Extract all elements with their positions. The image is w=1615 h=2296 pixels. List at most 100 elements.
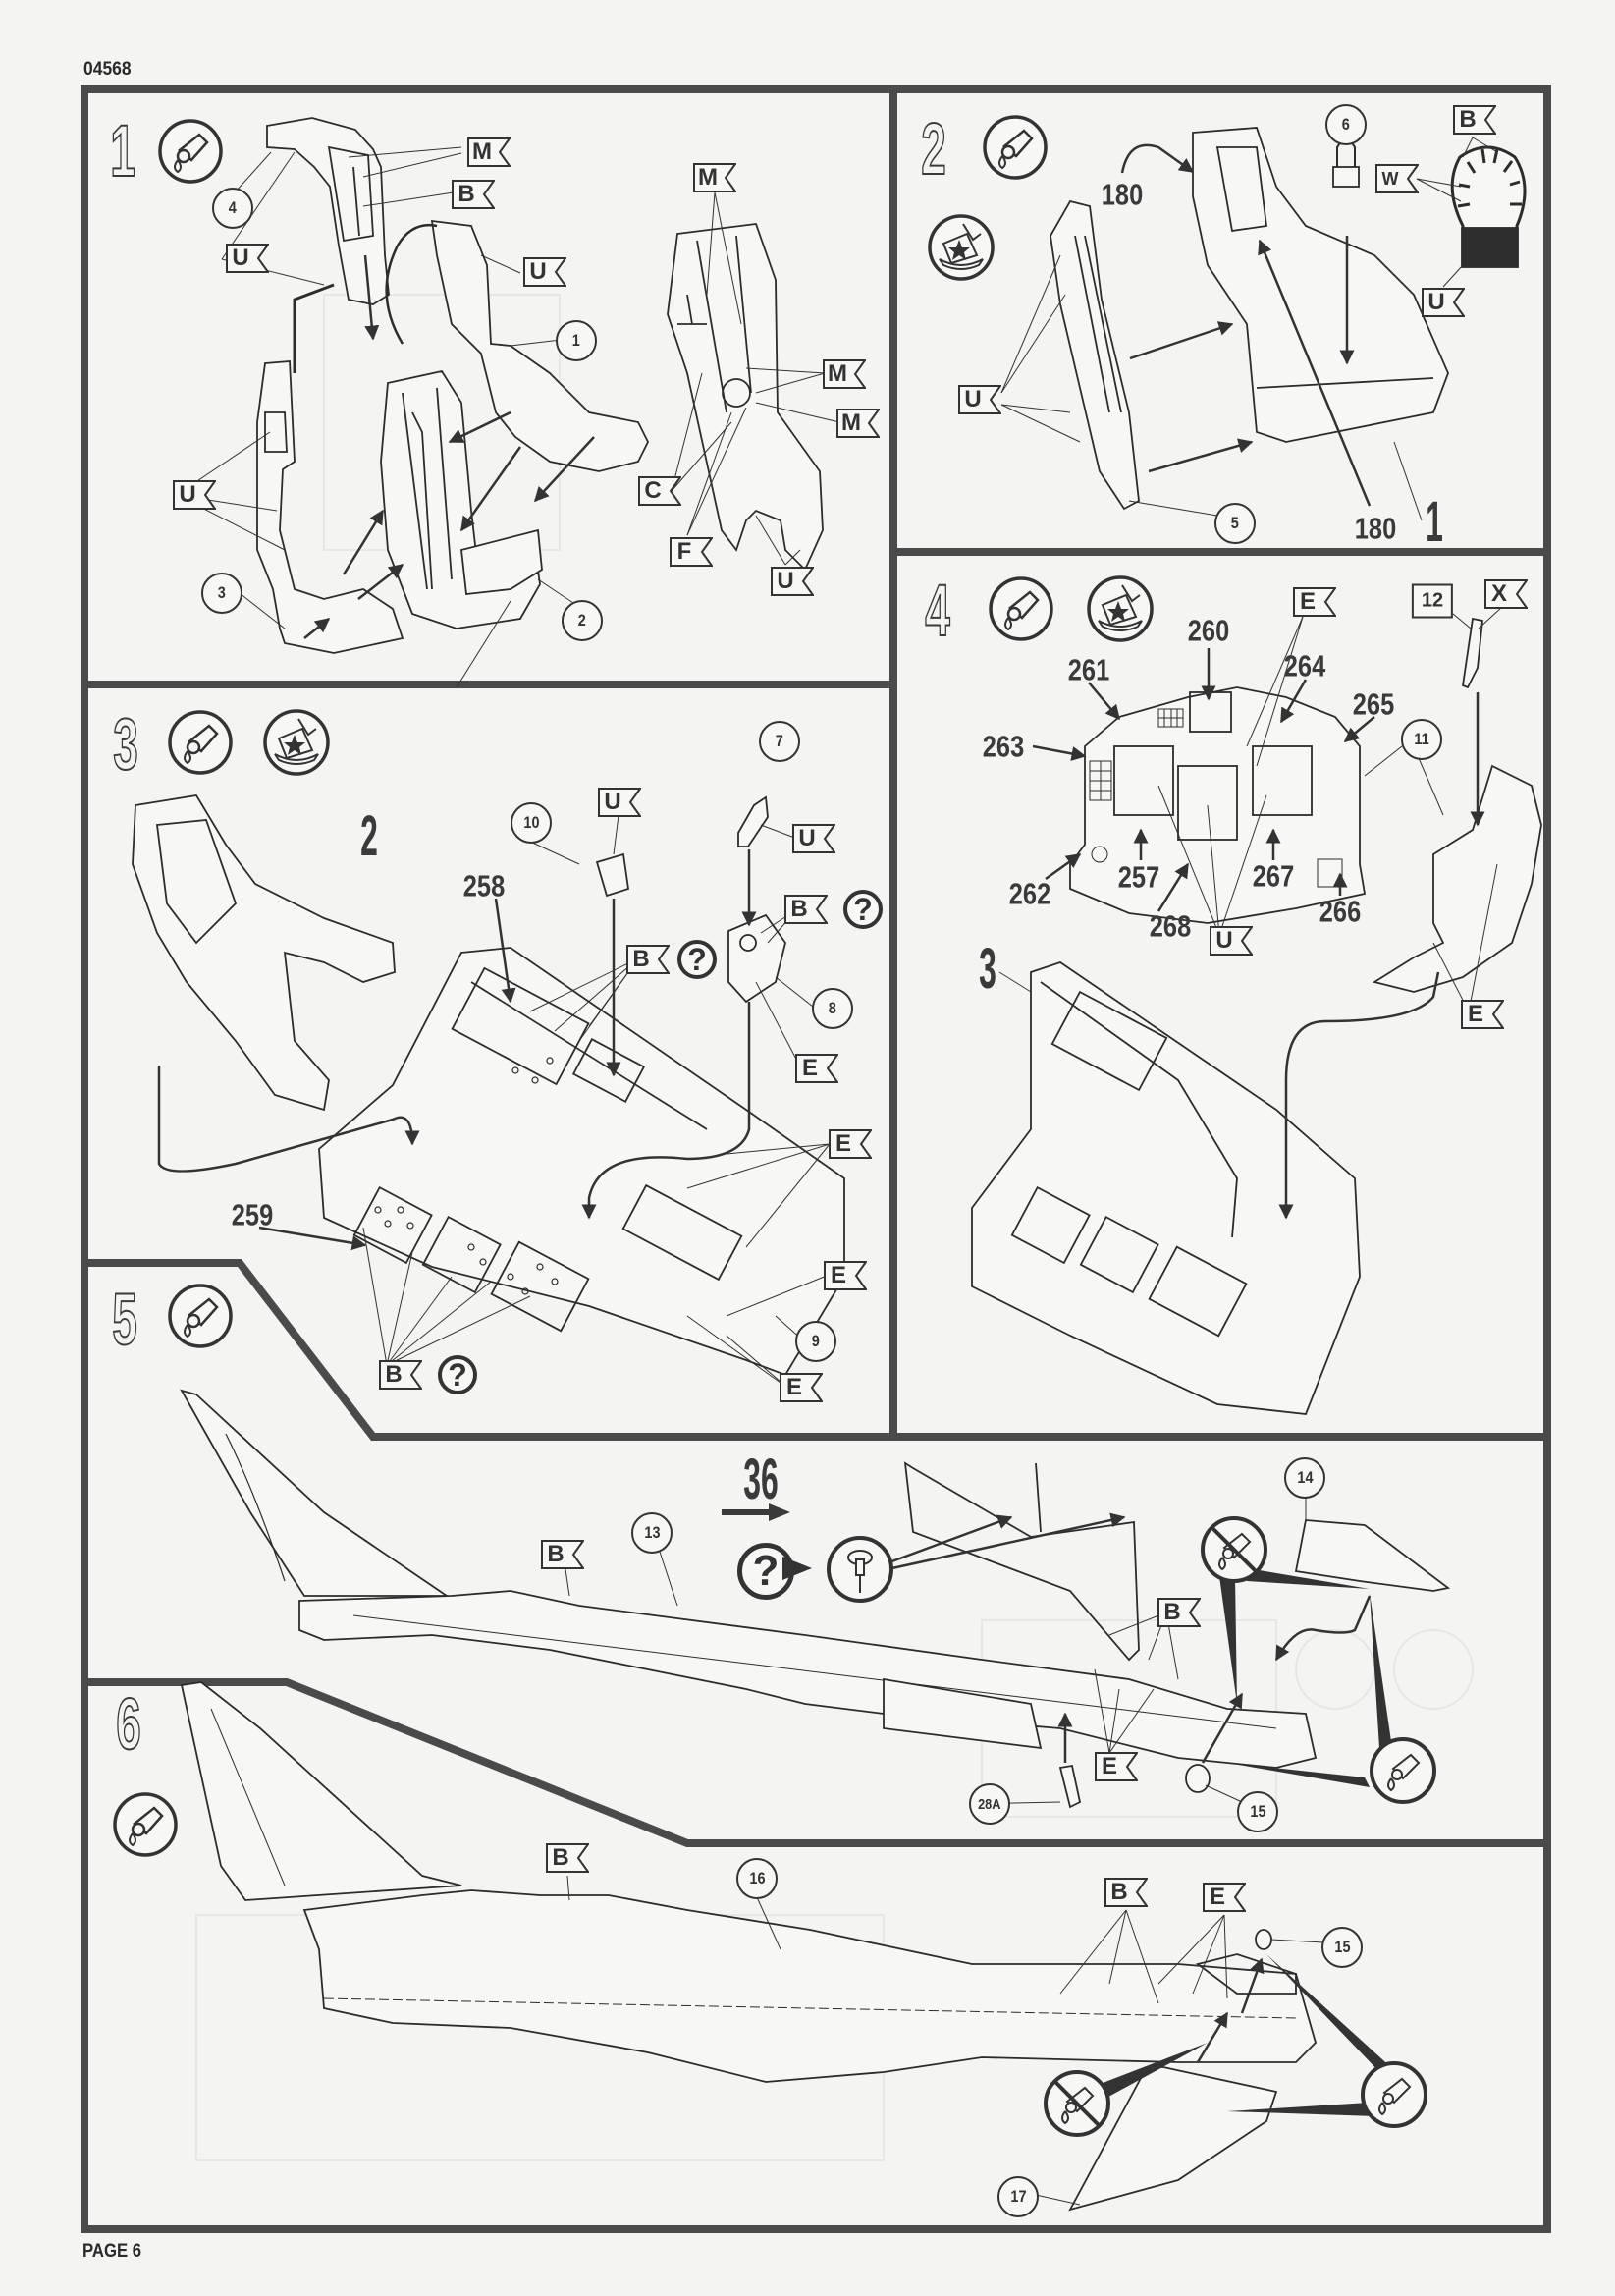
step3-cockpit-tub <box>132 794 845 1377</box>
color-callout: M <box>823 359 866 389</box>
part-number: 28A <box>969 1783 1010 1825</box>
decal-number: 257 <box>1117 859 1160 895</box>
divider-step5-step6 <box>84 1678 1547 1847</box>
step2-seat-assembly <box>1050 127 1527 511</box>
color-callout: M <box>467 137 511 167</box>
part-number: 1 <box>556 320 597 361</box>
decal-number: 267 <box>1252 858 1295 894</box>
part-number: 17 <box>997 2176 1039 2217</box>
color-callout: B <box>541 1540 584 1569</box>
color-callout: E <box>1095 1752 1138 1781</box>
color-callout: B <box>1157 1598 1201 1627</box>
color-callout: U <box>771 567 814 596</box>
arrow-right-icon <box>722 1503 790 1521</box>
decal-number: 180 <box>1354 511 1397 546</box>
color-callout: C <box>638 476 681 506</box>
drill-hole-icon <box>827 1536 893 1603</box>
decal-number: 264 <box>1283 648 1326 683</box>
color-callout: U <box>1422 288 1465 317</box>
color-callout: E <box>1203 1883 1246 1912</box>
part-number: 13 <box>631 1512 673 1554</box>
part-number: 11 <box>1401 719 1442 760</box>
color-callout: E <box>1461 1000 1504 1029</box>
color-callout: U <box>792 824 835 853</box>
decal-water-slide-icon <box>263 709 330 776</box>
question-mark-icon: ? <box>843 890 883 929</box>
divider-step3-step5 <box>84 1259 1547 1441</box>
color-callout: M <box>836 409 880 438</box>
glue-tube-icon <box>983 115 1048 180</box>
glue-tube-icon <box>989 576 1053 641</box>
step-frames <box>81 85 1551 2233</box>
color-callout: B <box>379 1360 422 1390</box>
color-callout: B <box>1453 105 1496 135</box>
no-glue-icon <box>1044 2070 1110 2137</box>
reference-step-number: 3 <box>979 937 996 1001</box>
glue-tube-icon <box>168 710 233 775</box>
color-callout: U <box>958 385 1001 414</box>
decal-number: 258 <box>462 868 506 903</box>
reference-step-number: 36 <box>743 1448 779 1511</box>
color-callout: B <box>452 180 495 209</box>
decal-number: 262 <box>1008 876 1051 911</box>
step1-seat-parts <box>256 117 650 654</box>
color-callout: U <box>1210 926 1253 956</box>
color-callout: B <box>784 895 828 924</box>
color-callout: E <box>780 1373 823 1402</box>
part-number: 5 <box>1214 503 1256 544</box>
step-number: 6 <box>116 1683 142 1765</box>
step3-leader-lines <box>362 600 831 1389</box>
no-glue-icon <box>1201 1516 1267 1583</box>
part-number: 14 <box>1284 1457 1325 1499</box>
color-callout: F <box>670 537 713 567</box>
color-callout: B <box>1104 1878 1148 1907</box>
decal-number: 268 <box>1149 908 1192 944</box>
part-number: 15 <box>1237 1791 1278 1832</box>
decal-water-slide-icon <box>928 214 995 281</box>
decal-number: 259 <box>231 1197 274 1232</box>
glue-tube-icon <box>1370 1737 1436 1804</box>
step5-fuselage-half <box>180 1389 1451 1809</box>
part-number: 3 <box>201 573 242 614</box>
question-mark-icon: ? <box>677 940 717 979</box>
color-callout: M <box>693 163 736 192</box>
pointer-triangle-icon <box>782 1557 812 1580</box>
decal-number: 261 <box>1067 652 1110 687</box>
decal-number: 265 <box>1352 686 1395 722</box>
step-number: 1 <box>110 110 136 191</box>
color-callout: U <box>523 257 566 287</box>
reference-step-number: 2 <box>360 804 378 868</box>
color-callout: E <box>1293 587 1336 617</box>
glue-tube-icon <box>1361 2061 1427 2128</box>
part-number: 9 <box>795 1321 836 1362</box>
step-number: 3 <box>113 703 139 785</box>
decal-number: 260 <box>1187 613 1230 648</box>
color-callout: U <box>173 480 216 510</box>
color-callout: U <box>226 244 269 273</box>
page-number: PAGE 6 <box>82 2241 142 2262</box>
clear-part-number: 12 <box>1411 583 1454 619</box>
step-number: 4 <box>925 570 951 651</box>
part-number: 8 <box>812 988 853 1029</box>
part-number: 16 <box>736 1858 778 1899</box>
color-callout: X <box>1484 579 1528 609</box>
part-number: 6 <box>1325 104 1367 145</box>
color-callout: U <box>598 788 641 817</box>
color-callout: E <box>795 1054 838 1083</box>
outer-frame <box>81 85 1551 2233</box>
kit-number: 04568 <box>83 59 132 80</box>
step-number: 2 <box>921 108 947 190</box>
part-number: 15 <box>1321 1927 1363 1968</box>
step-number: 5 <box>112 1279 138 1360</box>
decal-number: 266 <box>1319 894 1362 929</box>
color-callout: B <box>546 1843 589 1873</box>
decal-number: 263 <box>982 729 1025 764</box>
step2-leader-lines <box>1000 137 1498 521</box>
part-number: 2 <box>562 600 603 641</box>
glue-tube-icon <box>168 1284 233 1348</box>
glue-tube-icon <box>158 119 223 184</box>
decal-number: 180 <box>1101 177 1144 212</box>
glue-tube-icon <box>113 1792 178 1857</box>
